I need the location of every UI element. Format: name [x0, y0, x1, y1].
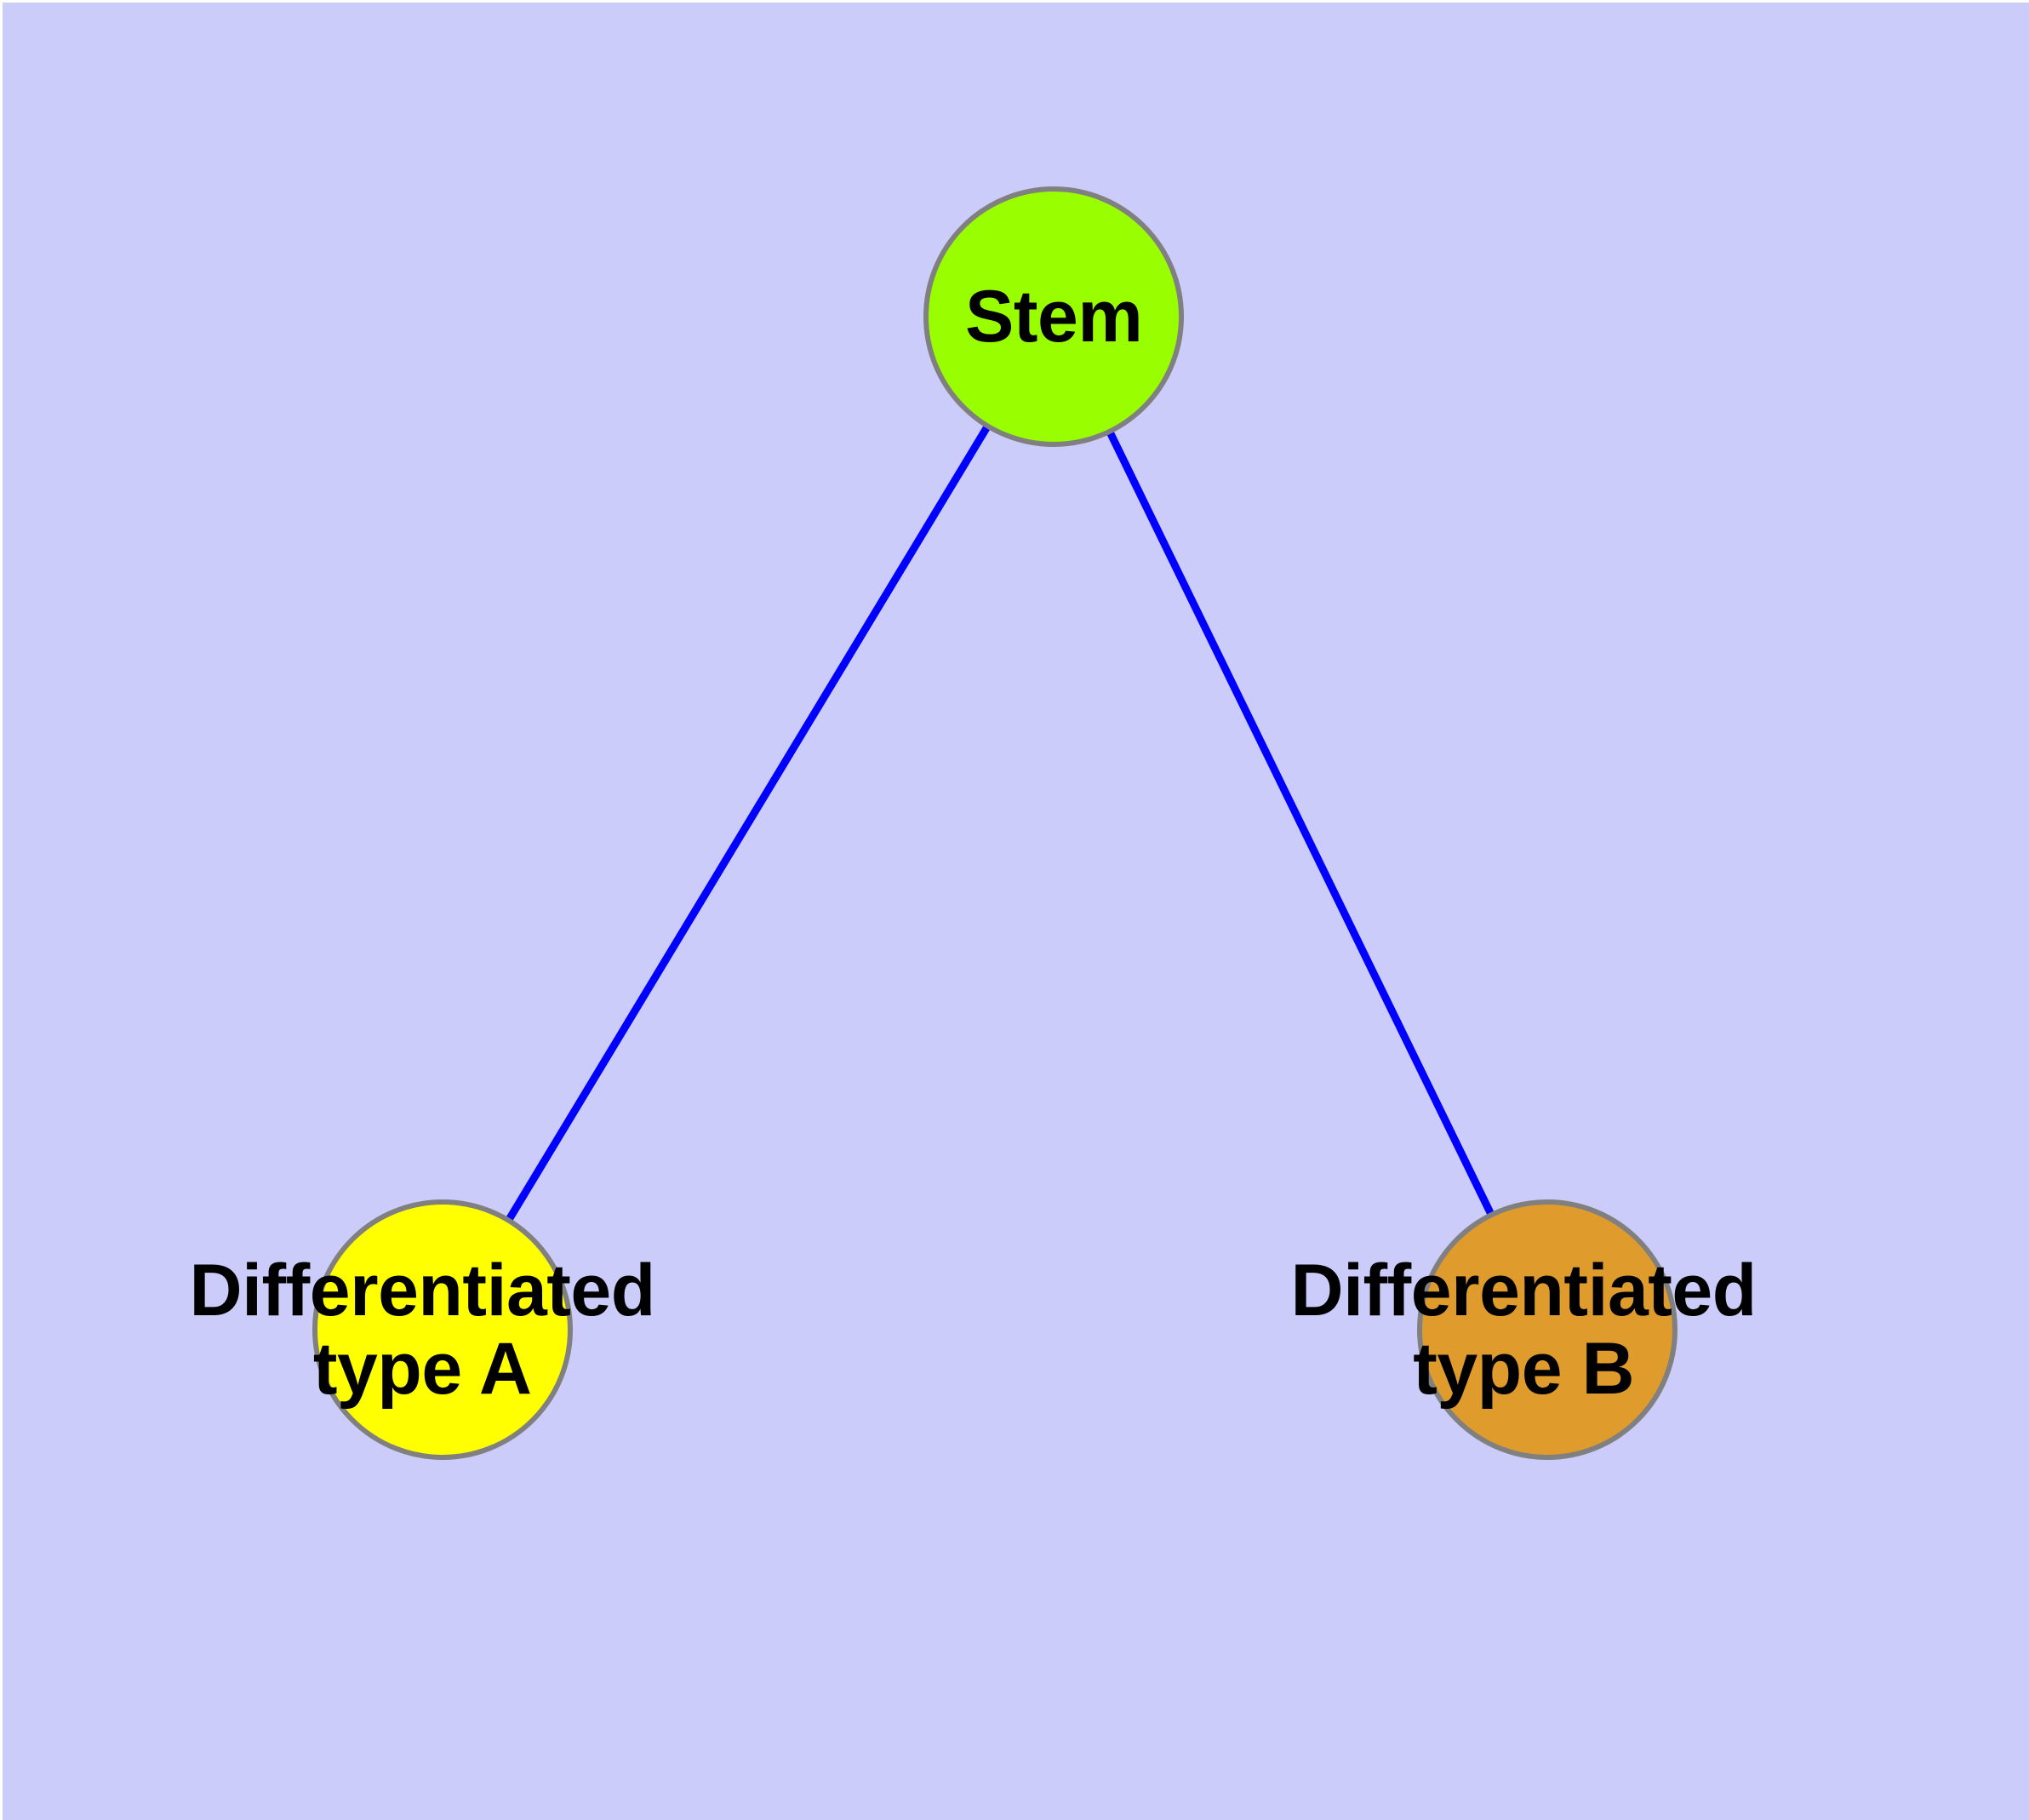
- graph-node-stem[interactable]: [923, 186, 1184, 447]
- graph-edge-stem-diff_a[interactable]: [504, 422, 992, 1224]
- nodes-layer: [312, 186, 1677, 1460]
- graph-node-diff_a[interactable]: [312, 1199, 573, 1460]
- graph-node-diff_b[interactable]: [1417, 1199, 1677, 1460]
- graph-edge-stem-diff_b[interactable]: [1105, 428, 1496, 1218]
- edges-layer: [504, 422, 1496, 1224]
